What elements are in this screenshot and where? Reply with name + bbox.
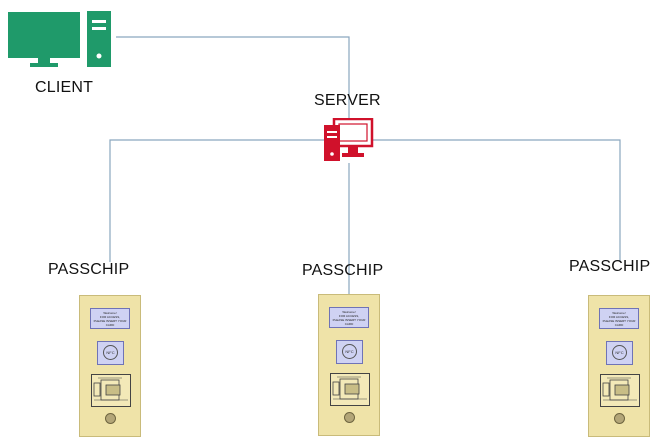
card-slot-mechanism-icon: [602, 377, 637, 401]
bus-right-link: [372, 139, 621, 262]
nfc-pad: NFC: [606, 341, 633, 365]
nfc-icon: NFC: [342, 344, 357, 359]
nfc-pad: NFC: [97, 341, 124, 365]
screen-line: FOR ACCESS,: [99, 315, 121, 319]
card-slot-mechanism-icon: [332, 376, 367, 400]
server-label: SERVER: [314, 92, 381, 109]
passchip-device-right: Welcome! FOR ACCESS, PLEASE INSERT YOUR …: [588, 295, 650, 437]
device-button: [614, 413, 625, 424]
nfc-icon: NFC: [612, 345, 627, 360]
nfc-icon: NFC: [103, 345, 118, 360]
device-screen: Welcome! FOR ACCESS, PLEASE INSERT YOUR …: [329, 307, 369, 328]
screen-line: Welcome!: [342, 310, 356, 314]
card-slot: [600, 374, 640, 407]
device-screen: Welcome! FOR ACCESS, PLEASE INSERT YOUR …: [90, 308, 130, 329]
screen-line: PLEASE INSERT YOUR CARD: [93, 319, 127, 327]
screen-line: PLEASE INSERT YOUR CARD: [332, 318, 366, 326]
passchip-device-center: Welcome! FOR ACCESS, PLEASE INSERT YOUR …: [318, 294, 380, 436]
server-computer-icon: [324, 118, 374, 161]
device-screen: Welcome! FOR ACCESS, PLEASE INSERT YOUR …: [599, 308, 639, 329]
passchip-label-right: PASSCHIP: [569, 258, 651, 275]
device-button: [105, 413, 116, 424]
card-slot: [91, 374, 131, 407]
device-button: [344, 412, 355, 423]
card-slot-mechanism-icon: [93, 377, 128, 401]
screen-line: Welcome!: [103, 311, 117, 315]
screen-line: Welcome!: [612, 311, 626, 315]
passchip-label-left: PASSCHIP: [48, 261, 130, 278]
bus-left-link: [109, 139, 337, 262]
nfc-pad: NFC: [336, 340, 363, 364]
client-server-link: [116, 36, 350, 123]
screen-line: FOR ACCESS,: [338, 314, 360, 318]
card-slot: [330, 373, 370, 406]
client-label: CLIENT: [35, 79, 94, 96]
desktop-computer-icon: [8, 11, 111, 67]
screen-line: FOR ACCESS,: [608, 315, 630, 319]
passchip-label-center: PASSCHIP: [302, 262, 384, 279]
screen-line: PLEASE INSERT YOUR CARD: [602, 319, 636, 327]
passchip-device-left: Welcome! FOR ACCESS, PLEASE INSERT YOUR …: [79, 295, 141, 437]
